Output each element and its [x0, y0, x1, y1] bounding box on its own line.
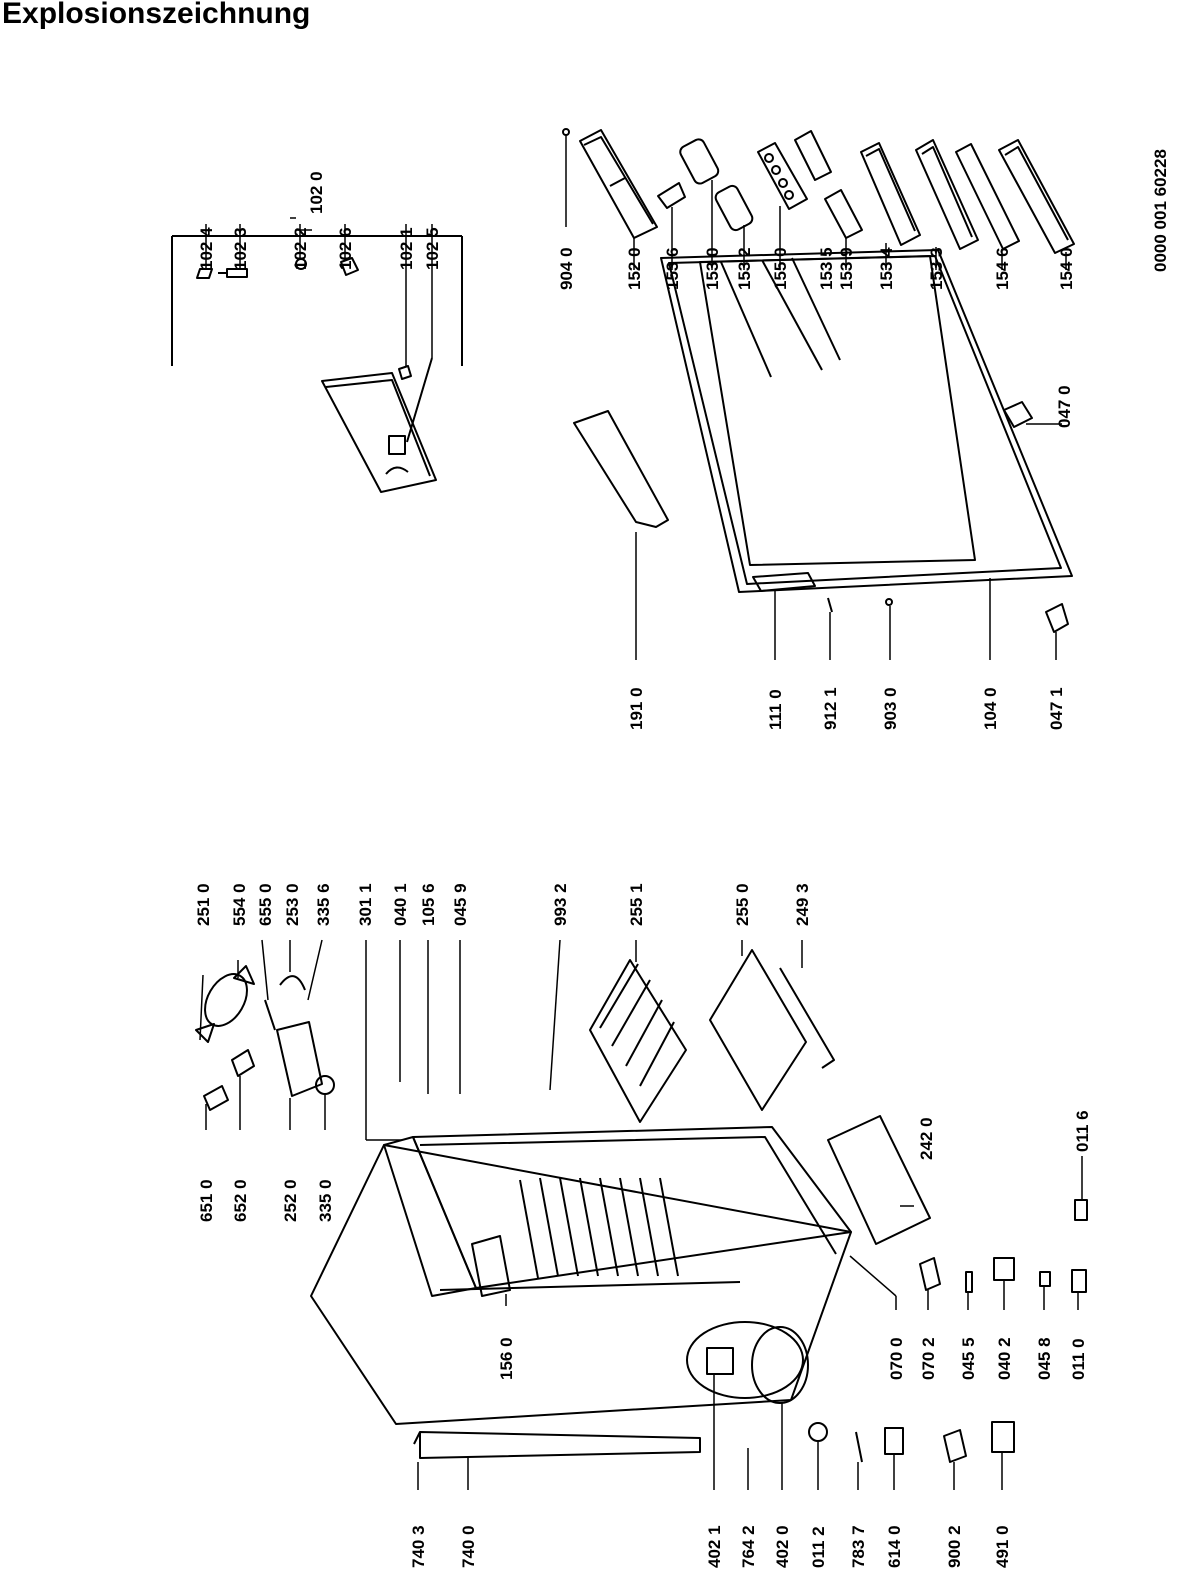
- door-bin-152: [562, 128, 658, 239]
- part-label: 900 2: [945, 1525, 964, 1568]
- compressor-402: [686, 1321, 809, 1404]
- part-label: 102 4: [197, 227, 216, 270]
- part-label: 011 0: [1069, 1338, 1088, 1380]
- thermostat-parts: [195, 965, 335, 1111]
- glass-shelf-255-0: [709, 949, 835, 1111]
- crisper-242-0: [827, 1115, 931, 1245]
- part-label: 249 3: [793, 883, 812, 926]
- part-label: 152 0: [625, 247, 644, 290]
- part-label: 102 1: [397, 227, 416, 270]
- part-label: 652 0: [231, 1179, 250, 1222]
- part-label: 335 0: [316, 1179, 335, 1222]
- part-label: 102 6: [336, 227, 355, 270]
- part-label: 153 0: [703, 247, 722, 290]
- part-label: 242 0: [917, 1117, 936, 1160]
- part-label: 904 0: [557, 247, 576, 290]
- part-label: 655 0: [256, 883, 275, 926]
- cabinet-shelf-rails: [519, 1177, 679, 1279]
- part-label: 040 1: [391, 883, 410, 926]
- part-label: 111 0: [766, 689, 785, 730]
- part-label: 011 6: [1073, 1110, 1092, 1152]
- part-label: 153 5: [817, 247, 836, 290]
- top-cover-191: [573, 410, 669, 528]
- part-label: 153 3: [927, 247, 946, 290]
- door-group-label: 102 0: [307, 171, 326, 214]
- part-label: 614 0: [885, 1525, 904, 1568]
- screw-912-1: [827, 597, 833, 613]
- shelf-255-1: [589, 959, 687, 1123]
- part-label: 102 5: [423, 227, 442, 270]
- rail-154-6: [955, 143, 1020, 250]
- cabinet-body: [310, 1126, 852, 1425]
- part-label: 104 0: [981, 687, 1000, 730]
- part-label: 070 0: [887, 1337, 906, 1380]
- part-label: 153 9: [837, 247, 856, 290]
- part-label: 102 2: [291, 227, 310, 270]
- bin-153-3: [915, 139, 979, 250]
- part-label: 154 0: [1057, 247, 1076, 290]
- part-label: 153 2: [735, 247, 754, 290]
- part-label: 903 0: [881, 687, 900, 730]
- bottom-small-parts: [808, 1199, 1088, 1463]
- part-label: 912 1: [821, 687, 840, 730]
- small-bin-153-9: [824, 189, 863, 239]
- page-title: Explosionszeichnung: [2, 0, 311, 30]
- small-bin-153-5: [794, 130, 832, 181]
- part-label: 255 1: [627, 883, 646, 926]
- part-label: 045 5: [959, 1337, 978, 1380]
- part-label: 047 1: [1047, 687, 1066, 730]
- door-small-parts: [196, 257, 412, 380]
- egg-tray-155-0: [757, 142, 808, 210]
- evaporator-156: [471, 1235, 511, 1297]
- bin-154-0: [998, 139, 1075, 254]
- part-label: 740 0: [459, 1525, 478, 1568]
- part-number-labels: 102 4 102 3 102 2 102 6 102 1 102 5 904 0 152 0…: [194, 227, 1092, 1568]
- document-number: 0000 001 60228: [1151, 149, 1170, 272]
- handle-047-1: [1045, 603, 1069, 633]
- part-label: 554 0: [230, 883, 249, 926]
- bottle-holder-153-2: [714, 184, 754, 232]
- part-label: 491 0: [993, 1525, 1012, 1568]
- screw-903-0: [885, 598, 893, 606]
- door-bracket-outline: [171, 235, 463, 366]
- part-label: 047 0: [1055, 385, 1074, 428]
- part-label: 153 6: [663, 247, 682, 290]
- part-label: 045 9: [451, 883, 470, 926]
- part-label: 255 0: [733, 883, 752, 926]
- hinge-111: [752, 572, 816, 592]
- part-label: 402 1: [705, 1525, 724, 1568]
- part-label: 993 2: [551, 883, 570, 926]
- part-label: 011 2: [809, 1526, 828, 1568]
- part-label: 155 0: [771, 247, 790, 290]
- part-label: 045 8: [1035, 1337, 1054, 1380]
- part-label: 102 3: [231, 227, 250, 270]
- part-label: 070 2: [919, 1337, 938, 1380]
- part-label: 156 0: [497, 1337, 516, 1380]
- part-label: 651 0: [197, 1179, 216, 1222]
- part-label: 783 7: [849, 1525, 868, 1568]
- part-label: 253 0: [283, 883, 302, 926]
- part-label: 191 0: [627, 687, 646, 730]
- part-label: 251 0: [194, 883, 213, 926]
- part-label: 740 3: [409, 1525, 428, 1568]
- part-label: 764 2: [739, 1525, 758, 1568]
- part-label: 153 4: [877, 247, 896, 290]
- bottle-holder-153-0: [679, 138, 720, 185]
- part-label: 402 0: [773, 1525, 792, 1568]
- part-label: 252 0: [281, 1179, 300, 1222]
- part-label: 335 6: [314, 883, 333, 926]
- bin-153-4: [860, 142, 921, 246]
- clip-153-6: [657, 182, 686, 209]
- condenser-740: [413, 1431, 701, 1459]
- part-label: 040 2: [995, 1337, 1014, 1380]
- part-label: 301 1: [356, 883, 375, 926]
- part-label: 154 6: [993, 247, 1012, 290]
- handle-047-0: [1003, 401, 1033, 428]
- door-panel: [321, 357, 437, 493]
- part-label: 105 6: [419, 883, 438, 926]
